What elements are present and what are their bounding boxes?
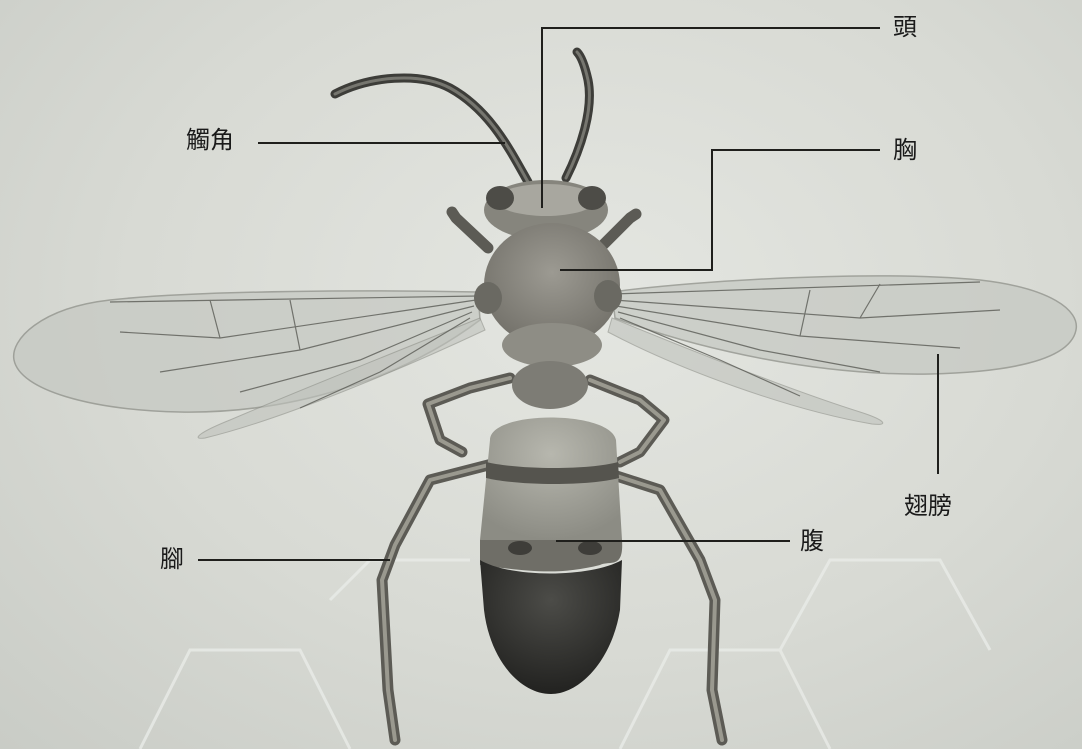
antennae [335,52,589,182]
wing-label: 翅膀 [904,494,952,518]
antenna-label: 觸角 [186,128,234,152]
left-wing [14,291,485,438]
insect-body [474,180,622,694]
thorax-label: 胸 [893,138,917,162]
right-wing [608,276,1076,424]
abdomen-label: 腹 [800,529,824,553]
leg-label: 腳 [160,547,184,571]
head-label: 頭 [893,15,917,39]
